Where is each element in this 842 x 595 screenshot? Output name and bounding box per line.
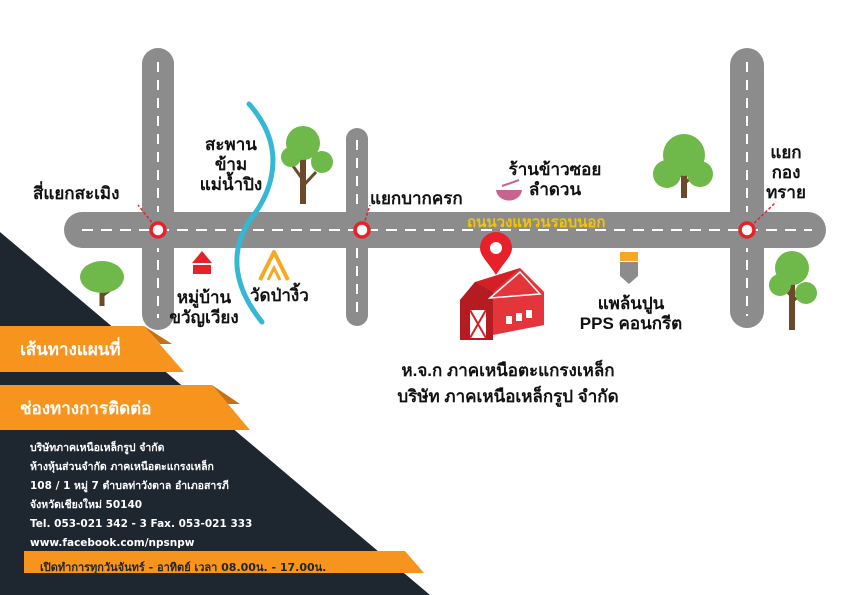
contact-info: บริษัทภาคเหนือเหล็กรูป จำกัด ห้างหุ้นส่ว… [30, 439, 252, 553]
contact-band [0, 385, 250, 430]
concrete-icon [620, 252, 638, 284]
tree-icon [653, 134, 713, 198]
route-title: เส้นทางแผนที่ [20, 340, 121, 360]
contact-title: ช่องทางการติดต่อ [20, 399, 152, 419]
tree-icon [281, 126, 333, 204]
label-temple: วัดป่างิ้ว [250, 286, 309, 305]
label-sakoeng-junction: สี่แยกสะเมิง [33, 184, 120, 203]
contact-phone: Tel. 053-021 342 - 3 Fax. 053-021 333 [30, 518, 253, 530]
label-rice-shop: ร้านข้าวซอย ลำดวน [508, 160, 602, 199]
temple-icon [258, 250, 290, 281]
hours-band [24, 551, 424, 573]
label-kongsai-junction: แยก กอง ทราย [766, 143, 806, 202]
junction-marker-sakoeng [137, 204, 167, 239]
label-bridge: สะพาน ข้าม แม่น้ำปิง [199, 135, 263, 194]
label-bakkrok-junction: แยกบากครก [370, 189, 463, 208]
village-icon [192, 251, 212, 274]
contact-line: บริษัทภาคเหนือเหล็กรูป จำกัด [30, 442, 165, 454]
route-band [0, 326, 184, 372]
label-company: ห.จ.ก ภาคเหนือตะแกรงเหล็ก บริษัท ภาคเหนื… [397, 361, 619, 406]
bowl-icon [496, 179, 522, 201]
contact-line: จังหวัดเชียงใหม่ 50140 [30, 499, 143, 511]
label-village: หมู่บ้าน ขวัญเวียง [169, 288, 239, 327]
contact-line: 108 / 1 หมู่ 7 ตำบลท่าวังตาล อำเภอสารภี [30, 480, 229, 492]
junction-marker-kongsai [738, 201, 777, 239]
label-pps: แพล้นปูน PPS คอนกรีต [579, 294, 683, 333]
tree-icon [769, 251, 817, 330]
facebook-link[interactable]: www.facebook.com/npsnpw [30, 537, 195, 549]
barn-icon [460, 268, 544, 340]
opening-hours: เปิดทำการทุกวันจันทร์ - อาทิตย์ เวลา 08.… [40, 561, 327, 574]
road-label: ถนนวงแหวนรอบนอก [467, 213, 606, 231]
contact-line: ห้างหุ้นส่วนจำกัด ภาคเหนือตะแกรงเหล็ก [30, 461, 214, 473]
river [234, 101, 276, 325]
location-pin-icon [480, 232, 512, 275]
tree-icon [80, 261, 124, 306]
junction-marker-bakkrok [353, 204, 371, 239]
